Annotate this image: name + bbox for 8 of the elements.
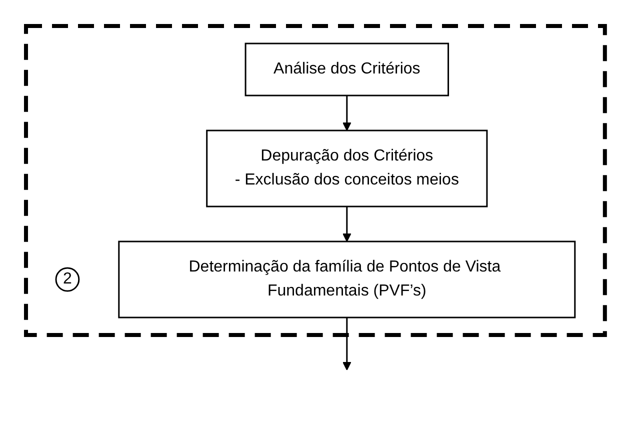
arrow [342, 318, 352, 370]
arrow [342, 206, 352, 242]
arrow [342, 96, 352, 131]
node-box: Depuração dos Critérios - Exclusão dos conceitos meios [206, 130, 488, 208]
node-box: Determinação da família de Pontos de Vista Fundamentais (PVF’s) [118, 240, 576, 318]
cluster [24, 24, 607, 337]
node-box: Análise dos Critérios [244, 42, 450, 96]
node-circle: 2 [55, 267, 80, 292]
